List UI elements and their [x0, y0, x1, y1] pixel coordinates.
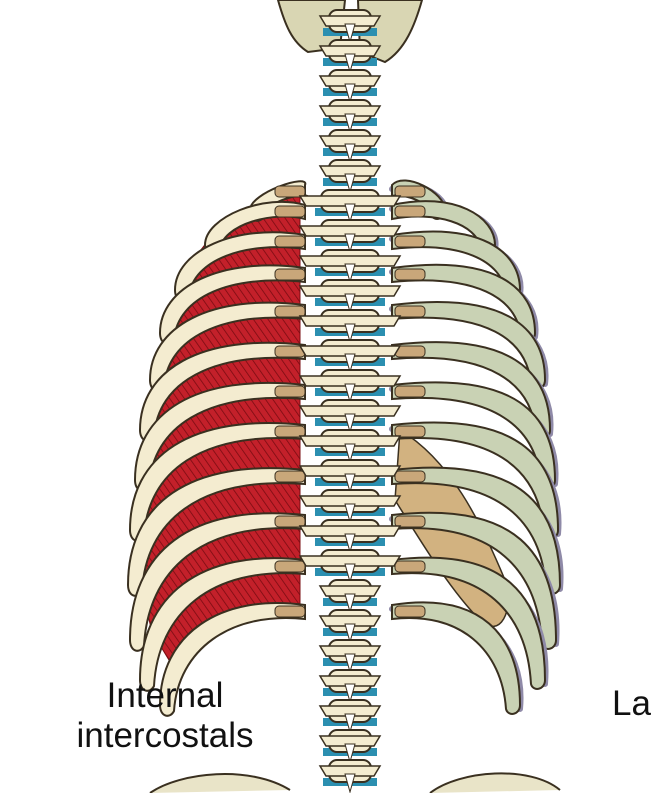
transverse-process-2 — [318, 45, 382, 57]
transverse-process-22 — [318, 645, 382, 657]
rib-right-12 — [391, 601, 522, 715]
transverse-process-23 — [318, 675, 382, 687]
transverse-process-21 — [318, 615, 382, 627]
rib-left-9 — [126, 467, 306, 597]
spinous-process-22 — [344, 653, 356, 674]
costal-joint-left-1 — [274, 185, 306, 198]
spinous-process-1 — [344, 23, 356, 44]
transverse-process-7 — [298, 195, 402, 207]
transverse-process-25 — [318, 735, 382, 747]
costal-joint-left-5 — [274, 305, 306, 318]
spinous-process-26 — [344, 773, 356, 794]
costal-joint-left-12 — [274, 605, 306, 618]
rib-right-10 — [391, 511, 558, 650]
internal-label-line1: Internal — [106, 676, 224, 715]
costal-joint-right-10 — [394, 515, 426, 528]
transverse-process-26 — [318, 765, 382, 777]
rib-right-11 — [391, 556, 547, 690]
costal-joint-left-8 — [274, 425, 306, 438]
costal-joint-right-5 — [394, 305, 426, 318]
costal-joint-right-1 — [394, 185, 426, 198]
transverse-process-13 — [298, 375, 402, 387]
internal-label-line2: intercostals — [76, 716, 254, 755]
costal-joint-right-7 — [394, 385, 426, 398]
spinous-process-7 — [344, 203, 356, 224]
spine — [298, 9, 402, 794]
transverse-process-8 — [298, 225, 402, 237]
costal-joint-right-11 — [394, 560, 426, 573]
rib-left-12 — [158, 601, 306, 717]
costal-joint-right-2 — [394, 205, 426, 218]
transverse-process-11 — [298, 315, 402, 327]
costal-joint-right-3 — [394, 235, 426, 248]
spinous-process-6 — [344, 173, 356, 194]
spinous-process-3 — [344, 83, 356, 104]
transverse-process-24 — [318, 705, 382, 717]
transverse-process-16 — [298, 465, 402, 477]
spinous-process-12 — [344, 353, 356, 374]
spinous-process-2 — [344, 53, 356, 74]
spinous-process-13 — [344, 383, 356, 404]
spinous-process-23 — [344, 683, 356, 704]
spinous-process-24 — [344, 713, 356, 734]
transverse-process-5 — [318, 135, 382, 147]
spinous-process-5 — [344, 143, 356, 164]
spinous-process-10 — [344, 293, 356, 314]
transverse-process-12 — [298, 345, 402, 357]
spinous-process-17 — [344, 503, 356, 524]
spinous-process-11 — [344, 323, 356, 344]
transverse-process-17 — [298, 495, 402, 507]
costal-joint-left-2 — [274, 205, 306, 218]
transverse-process-3 — [318, 75, 382, 87]
costal-joint-left-7 — [274, 385, 306, 398]
pelvis-right — [429, 772, 561, 794]
transverse-process-19 — [298, 555, 402, 567]
spinous-process-25 — [344, 743, 356, 764]
costal-joint-left-10 — [274, 515, 306, 528]
costal-joint-right-9 — [394, 470, 426, 483]
ribs-left — [126, 180, 309, 717]
costal-joint-left-3 — [274, 235, 306, 248]
transverse-process-6 — [318, 165, 382, 177]
costal-joint-left-11 — [274, 560, 306, 573]
transverse-process-14 — [298, 405, 402, 417]
costal-joint-left-9 — [274, 470, 306, 483]
pelvis-left — [149, 773, 291, 794]
transverse-process-1 — [318, 15, 382, 27]
spinous-process-8 — [344, 233, 356, 254]
transverse-process-10 — [298, 285, 402, 297]
spinous-process-19 — [344, 563, 356, 584]
internal-intercostals-label: Internal intercostals — [40, 676, 290, 756]
costal-joint-left-4 — [274, 268, 306, 281]
costal-joint-right-4 — [394, 268, 426, 281]
lateral-partial-label: La — [612, 684, 651, 723]
costal-joint-right-12 — [394, 605, 426, 618]
spinous-process-21 — [344, 623, 356, 644]
transverse-process-4 — [318, 105, 382, 117]
ribs-right — [274, 179, 564, 715]
rib-left-10 — [128, 512, 306, 652]
spinous-process-9 — [344, 263, 356, 284]
spinous-process-16 — [344, 473, 356, 494]
transverse-process-20 — [318, 585, 382, 597]
spinous-process-15 — [344, 443, 356, 464]
transverse-process-15 — [298, 435, 402, 447]
transverse-process-9 — [298, 255, 402, 267]
rib-left-11 — [138, 557, 306, 692]
spinous-process-14 — [344, 413, 356, 434]
transverse-process-18 — [298, 525, 402, 537]
costal-joint-right-8 — [394, 425, 426, 438]
spinous-process-4 — [344, 113, 356, 134]
spinous-process-20 — [344, 593, 356, 614]
spinous-process-18 — [344, 533, 356, 554]
